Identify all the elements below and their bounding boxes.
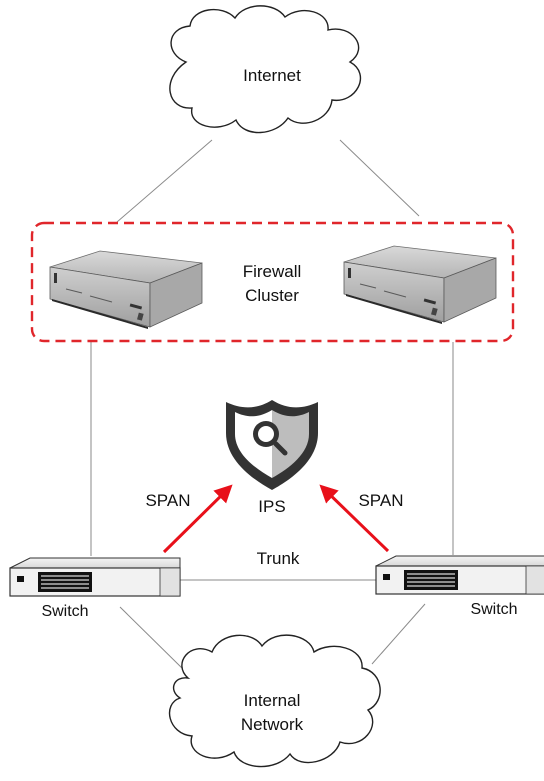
span-left-arrow <box>162 484 233 554</box>
internet-label: Internet <box>243 66 301 85</box>
span-right-arrow <box>319 484 390 553</box>
link-switch-right-internal <box>371 603 426 665</box>
firewall-cluster-label-line2: Cluster <box>245 286 299 305</box>
ips-shield-icon <box>226 400 318 490</box>
switch-left-label: Switch <box>41 603 88 620</box>
firewall-server-left-icon <box>49 250 203 330</box>
switch-left-icon <box>9 557 181 597</box>
span-left-label: SPAN <box>145 491 190 510</box>
link-internet-firewall-right <box>339 139 420 217</box>
trunk-label: Trunk <box>257 549 300 568</box>
link-switch-left-internal <box>119 606 187 673</box>
ips-label: IPS <box>258 497 285 516</box>
switch-right-label: Switch <box>470 601 517 618</box>
internal-network-label-line1: Internal <box>244 691 301 710</box>
firewall-cluster-label-line1: Firewall <box>243 262 302 281</box>
internal-network-cloud <box>168 634 381 768</box>
span-right-label: SPAN <box>358 491 403 510</box>
internal-network-label-line2: Network <box>241 715 304 734</box>
switch-right-icon <box>375 555 544 595</box>
firewall-cluster-boundary <box>30 221 515 343</box>
link-internet-firewall-left <box>116 139 213 223</box>
firewall-server-right-icon <box>343 245 497 325</box>
internet-cloud <box>169 5 362 134</box>
